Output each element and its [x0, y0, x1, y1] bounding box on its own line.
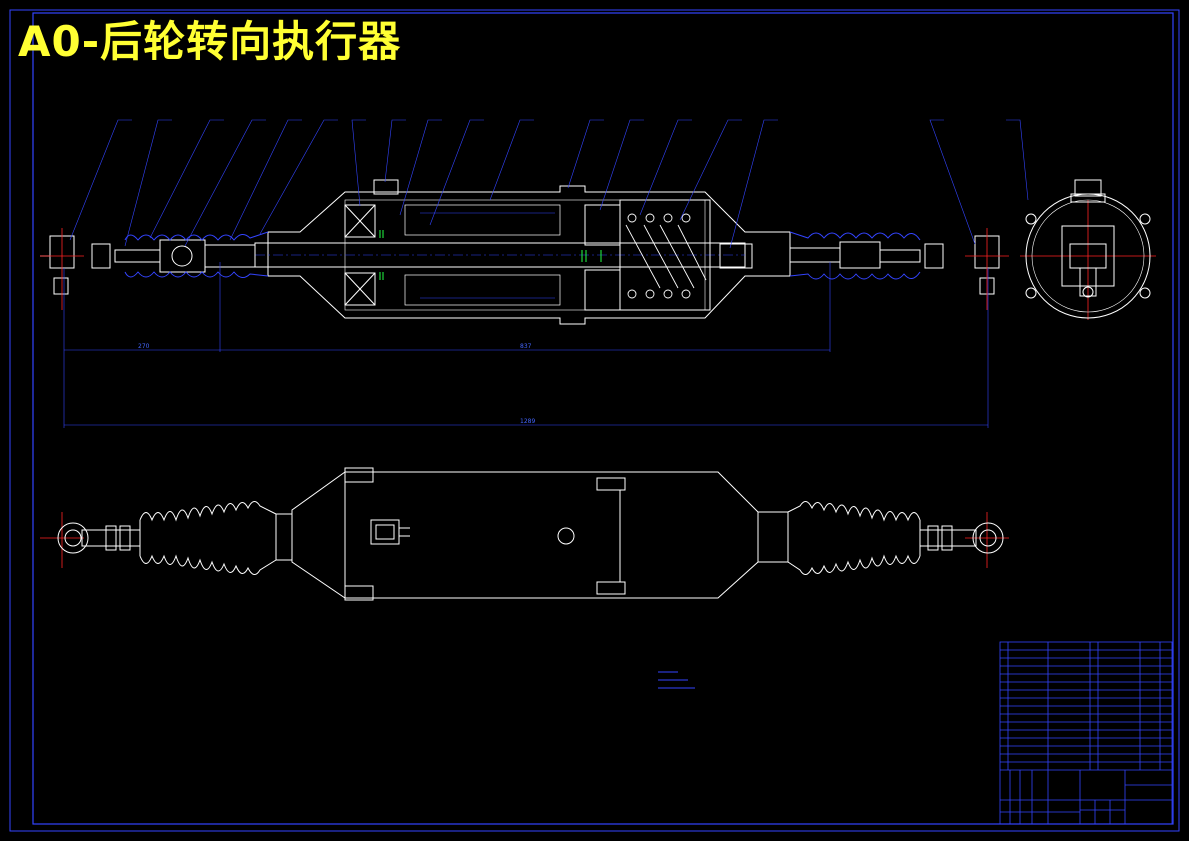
dim-left-span: 270	[138, 343, 150, 350]
part-leaders	[69, 119, 1029, 249]
dim-mid-span: 837	[520, 343, 532, 350]
end-view	[1025, 179, 1151, 319]
technical-notes	[658, 671, 695, 689]
section-accent	[379, 230, 602, 280]
sheet-border	[9, 9, 1180, 832]
dim-total-span: 1289	[520, 418, 535, 425]
center-marks	[40, 200, 1156, 568]
dimension-lines	[63, 262, 989, 428]
exterior-view	[57, 467, 1004, 601]
section-view	[40, 179, 1000, 325]
drawing-title: A0-后轮转向执行器	[18, 17, 402, 66]
title-block	[999, 641, 1173, 825]
